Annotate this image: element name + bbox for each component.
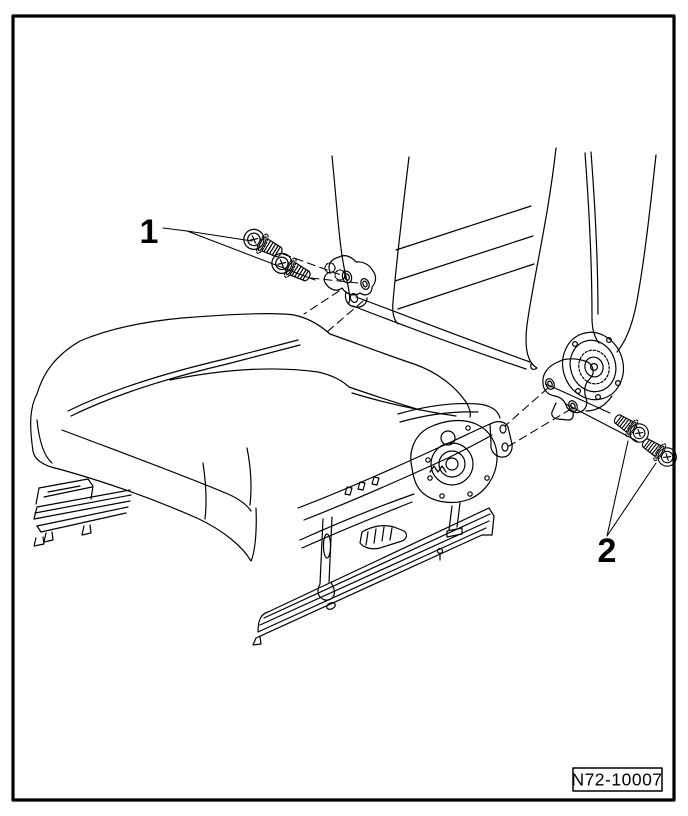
seat-backrest [331,147,657,412]
mounting-bolt [609,408,653,447]
callout-2-leader [606,440,657,537]
backrest-quilt-seam [394,235,534,282]
bolts-backrest-right [609,408,681,471]
figure-number: N72-10007 [571,767,663,792]
callout-1-label: 1 [140,213,159,251]
backrest-quilt-seam [395,205,532,251]
figure-number-box [572,767,663,792]
mounting-bolt [239,224,287,264]
seat-rail-right [252,507,495,646]
seat-rail-left [33,478,132,547]
callout-2-label: 2 [598,532,617,570]
callout-leaders [162,227,657,537]
callout-1-leader [162,227,316,281]
recliner-mechanism [561,331,625,401]
seat-cushion [30,312,471,562]
figure-number-label: N72-10007 [571,770,662,790]
dashed-axis-lines [282,253,572,447]
alignment-lines [282,253,638,447]
backrest-hinge-left [323,255,377,308]
figure-border [11,14,676,802]
backrest-quilt-seam [397,263,535,310]
